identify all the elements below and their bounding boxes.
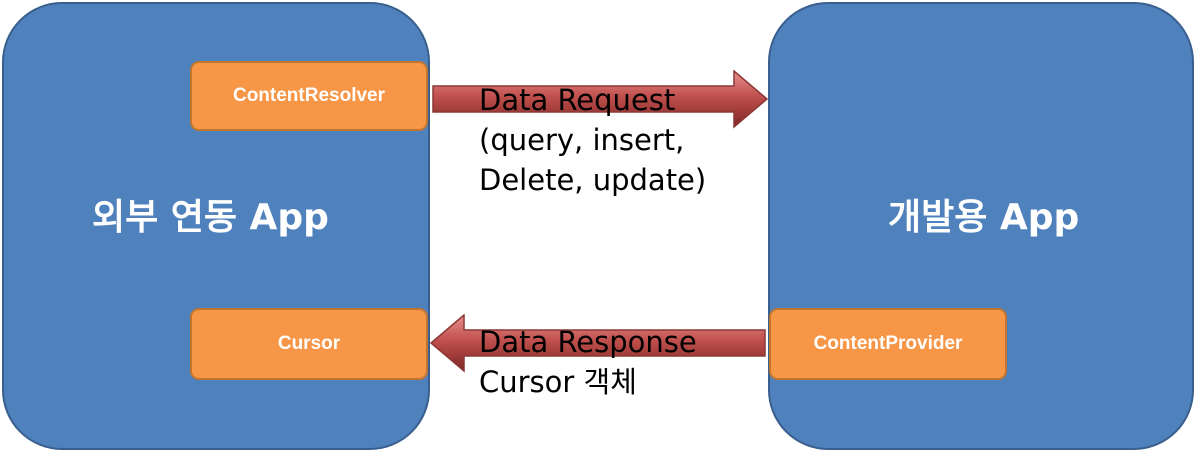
request-methods-line2: Delete, update) xyxy=(479,163,707,197)
request-methods-line1: (query, insert, xyxy=(479,123,685,157)
content-resolver-box: ContentResolver xyxy=(190,61,428,131)
external-app-title: 외부 연동 App xyxy=(92,197,329,238)
request-arrow xyxy=(432,70,768,129)
content-resolver-label: ContentResolver xyxy=(232,85,386,106)
development-app-title: 개발용 App xyxy=(888,197,1080,238)
content-provider-box: ContentProvider xyxy=(769,308,1007,380)
response-object-label: Cursor 객체 xyxy=(479,365,637,399)
cursor-label: Cursor xyxy=(277,333,341,354)
response-arrow xyxy=(430,314,766,373)
request-label: Data Request xyxy=(479,83,676,117)
content-provider-label: ContentProvider xyxy=(813,333,963,354)
cursor-box: Cursor xyxy=(190,308,428,380)
response-label: Data Response xyxy=(479,325,697,359)
